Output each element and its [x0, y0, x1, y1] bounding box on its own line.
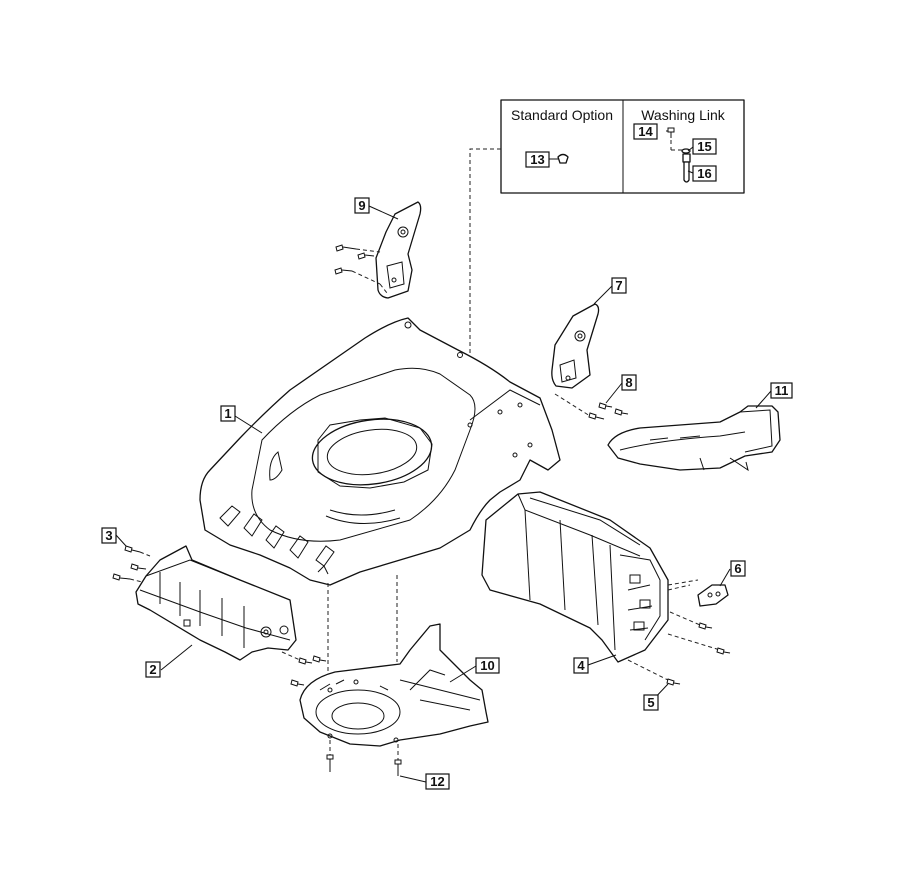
callout-4: 4 — [573, 657, 589, 674]
callout-6-label: 6 — [734, 561, 741, 576]
callout-12-label: 12 — [430, 774, 444, 789]
callout-2: 2 — [145, 661, 161, 678]
plug-part — [557, 153, 569, 164]
callout-14: 14 — [633, 123, 658, 140]
callout-1-label: 1 — [224, 406, 231, 421]
callout-7-label: 7 — [615, 278, 622, 293]
callout-11-label: 11 — [775, 383, 789, 398]
callout-12: 12 — [425, 773, 450, 790]
legend-washing-link-title: Washing Link — [641, 107, 726, 123]
callout-1: 1 — [220, 405, 236, 422]
callout-16-label: 16 — [697, 166, 711, 181]
handle-bracket-right — [551, 303, 629, 420]
callout-2-label: 2 — [149, 662, 156, 677]
washing-link-nozzle — [683, 161, 690, 183]
callout-8: 8 — [621, 374, 637, 391]
callout-15-label: 15 — [697, 139, 711, 154]
mower-deck — [199, 317, 561, 586]
callout-16: 16 — [692, 165, 717, 182]
callout-10-label: 10 — [480, 658, 494, 673]
front-bumper — [112, 545, 327, 687]
callout-9-label: 9 — [358, 198, 365, 213]
washing-link-leader — [469, 148, 501, 435]
callout-13-label: 13 — [530, 152, 544, 167]
mulch-plug — [607, 405, 781, 472]
callout-3: 3 — [101, 527, 117, 544]
callout-3-label: 3 — [105, 528, 112, 543]
callout-14-label: 14 — [638, 124, 653, 139]
callout-8-label: 8 — [625, 375, 632, 390]
callout-11: 11 — [770, 382, 793, 399]
callout-5-label: 5 — [647, 695, 654, 710]
blade-deflector — [299, 623, 489, 747]
chute-screw — [627, 659, 681, 686]
rear-chute-housing — [481, 491, 669, 663]
callout-9: 9 — [354, 197, 370, 214]
washing-link-cap — [681, 148, 691, 154]
legend-standard-option-title: Standard Option — [511, 107, 613, 123]
callout-4-label: 4 — [577, 658, 585, 673]
callout-13: 13 — [525, 151, 550, 168]
callout-7: 7 — [611, 277, 627, 294]
callout-5: 5 — [643, 694, 659, 711]
handle-bracket-left — [334, 201, 422, 299]
callout-6: 6 — [730, 560, 746, 577]
callout-15: 15 — [692, 138, 717, 155]
deflector-screws — [326, 740, 402, 776]
rear-latch-bracket — [667, 579, 731, 655]
callout-10: 10 — [475, 657, 500, 674]
